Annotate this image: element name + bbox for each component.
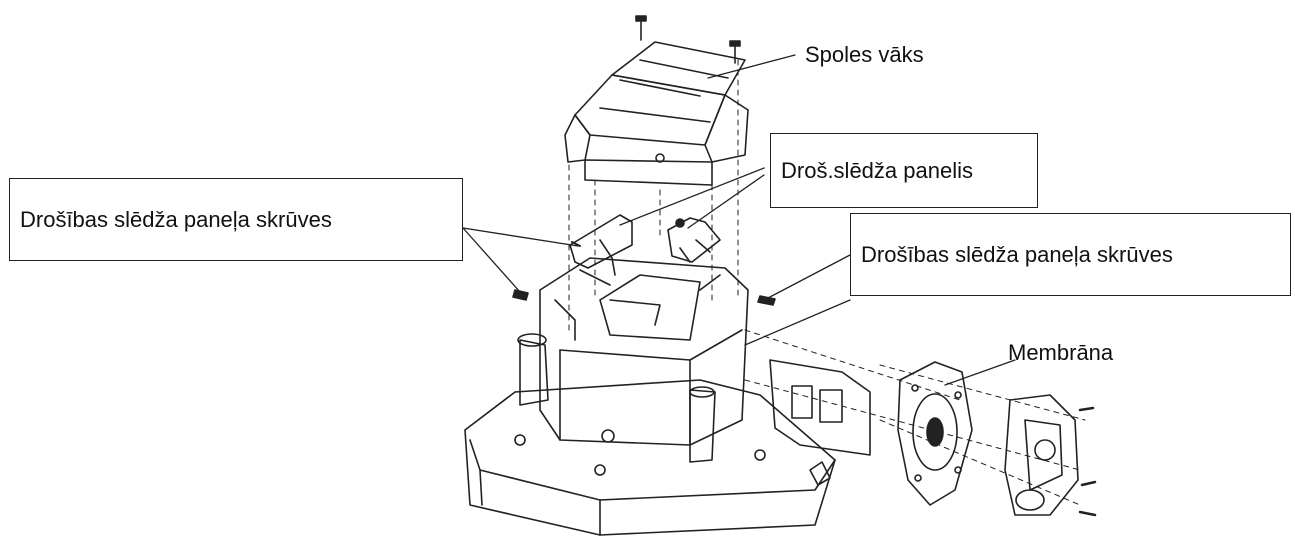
alignment-lines [568,59,1086,506]
leader-lines [462,54,1016,386]
coil-cover-label: Spoles vāks [805,42,924,67]
switch-panel-parts [569,214,721,276]
membrane-label: Membrāna [1008,340,1114,365]
coil-cover-part [564,41,749,186]
pump-base [464,379,836,536]
membrane-disc [897,361,973,506]
end-chamber [1004,394,1097,517]
switch-panel-label: Droš.slēdža panelis [770,133,1038,208]
top-screws [635,15,741,64]
pump-core [517,257,749,463]
gasket-plate [769,359,871,456]
side-screws [512,241,776,306]
switch-panel-screws-label-right: Drošības slēdža paneļa skrūves [850,213,1291,296]
switch-panel-screws-label-left: Drošības slēdža paneļa skrūves [9,178,463,261]
